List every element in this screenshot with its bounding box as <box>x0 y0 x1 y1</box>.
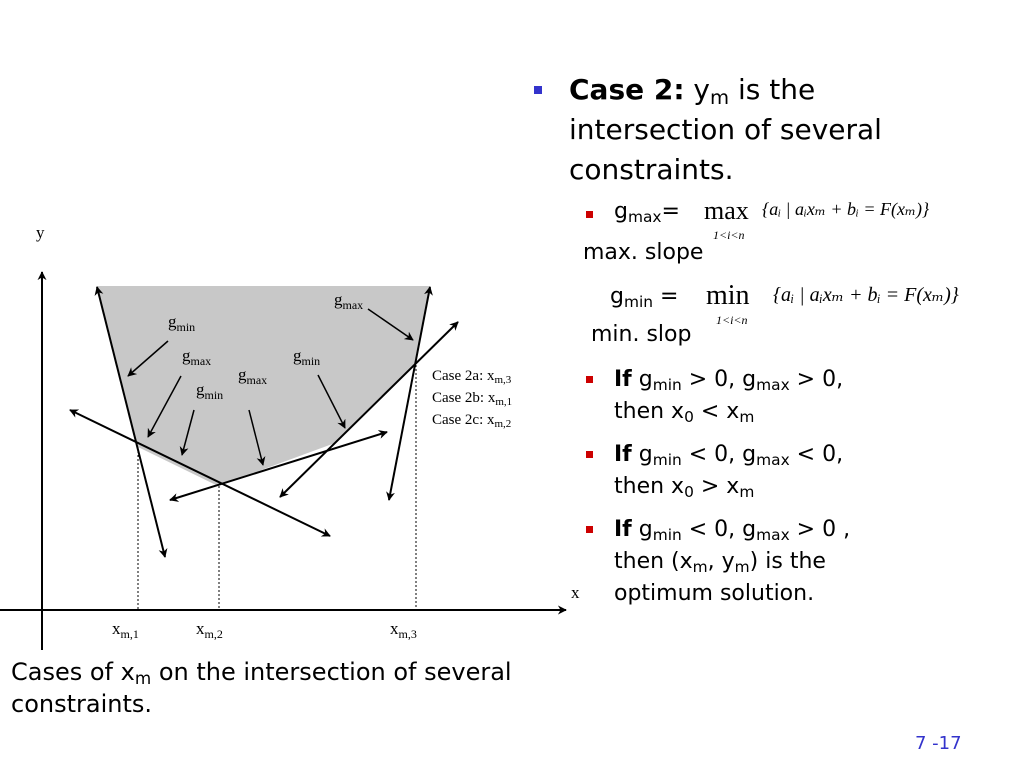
gmax-bullet-square <box>586 211 593 218</box>
sub-bullet-3-square <box>586 526 593 533</box>
sub-bullet-2-square <box>586 451 593 458</box>
gmin-label-1: gmin <box>168 312 195 334</box>
gmax-operator-range: 1<i<n <box>713 228 745 242</box>
x-axis-label: x <box>571 583 580 602</box>
constraint-line-5 <box>386 286 433 501</box>
caption-line-1: Cases of xm on the intersection of sever… <box>11 658 512 689</box>
case-2a-label: Case 2a: xm,3 <box>432 368 512 386</box>
gmin-operator-range: 1<i<n <box>716 313 748 327</box>
gmax-arrow-2 <box>248 409 266 466</box>
figure-caption: Cases of xm on the intersection of sever… <box>11 656 512 720</box>
xm3-label: xm,3 <box>390 619 417 641</box>
gmin-set: {aᵢ | aᵢxₘ + bᵢ = F(xₘ)} <box>773 284 959 306</box>
y-axis-label: y <box>36 223 45 242</box>
gmax-set: {aᵢ | aᵢxₘ + bᵢ = F(xₘ)} <box>762 199 930 219</box>
gmax-operator: max <box>704 196 749 225</box>
gmin-definition: gmin = <box>610 284 679 311</box>
gmax-definition: gmax= <box>614 199 680 226</box>
gmax-arrow-1 <box>147 375 182 438</box>
page-number: 7 -17 <box>915 733 962 754</box>
gmin-label-3: gmin <box>293 346 320 368</box>
sub-bullet-3-text: If gmin < 0, gmax > 0 , then (xm, ym) is… <box>614 517 851 606</box>
main-bullet-text: Case 2: ym is the intersection of severa… <box>569 73 882 186</box>
gmax-note: max. slope <box>583 240 704 265</box>
caption-line-2: constraints. <box>11 690 152 718</box>
case-2b-label: Case 2b: xm,1 <box>432 390 512 408</box>
main-bullet-square <box>534 86 542 94</box>
gmin-arrow-1 <box>127 340 169 377</box>
gmin-label-2: gmin <box>196 380 223 402</box>
sub-bullet-1-square <box>586 376 593 383</box>
gmin-arrow-2 <box>179 409 195 456</box>
case-2c-label: Case 2c: xm,2 <box>432 412 511 430</box>
gmin-operator: min <box>706 280 750 311</box>
gmax-label-3: gmax <box>334 290 363 312</box>
xm1-label: xm,1 <box>112 619 139 641</box>
xm2-label: xm,2 <box>196 619 223 641</box>
gmax-arrow-3 <box>367 308 414 341</box>
sub-bullet-1-text: If gmin > 0, gmax > 0, then x0 < xm <box>614 367 844 426</box>
gmax-label-2: gmax <box>238 365 267 387</box>
sub-bullet-2-text: If gmin < 0, gmax < 0, then x0 > xm <box>614 442 844 501</box>
gmin-note: min. slop <box>591 322 692 347</box>
constraint-diagram: y x gmin gmax gmin gmax gmin gmax Case 2… <box>0 223 580 650</box>
gmax-label-1: gmax <box>182 346 211 368</box>
gmin-arrow-3 <box>317 374 346 429</box>
